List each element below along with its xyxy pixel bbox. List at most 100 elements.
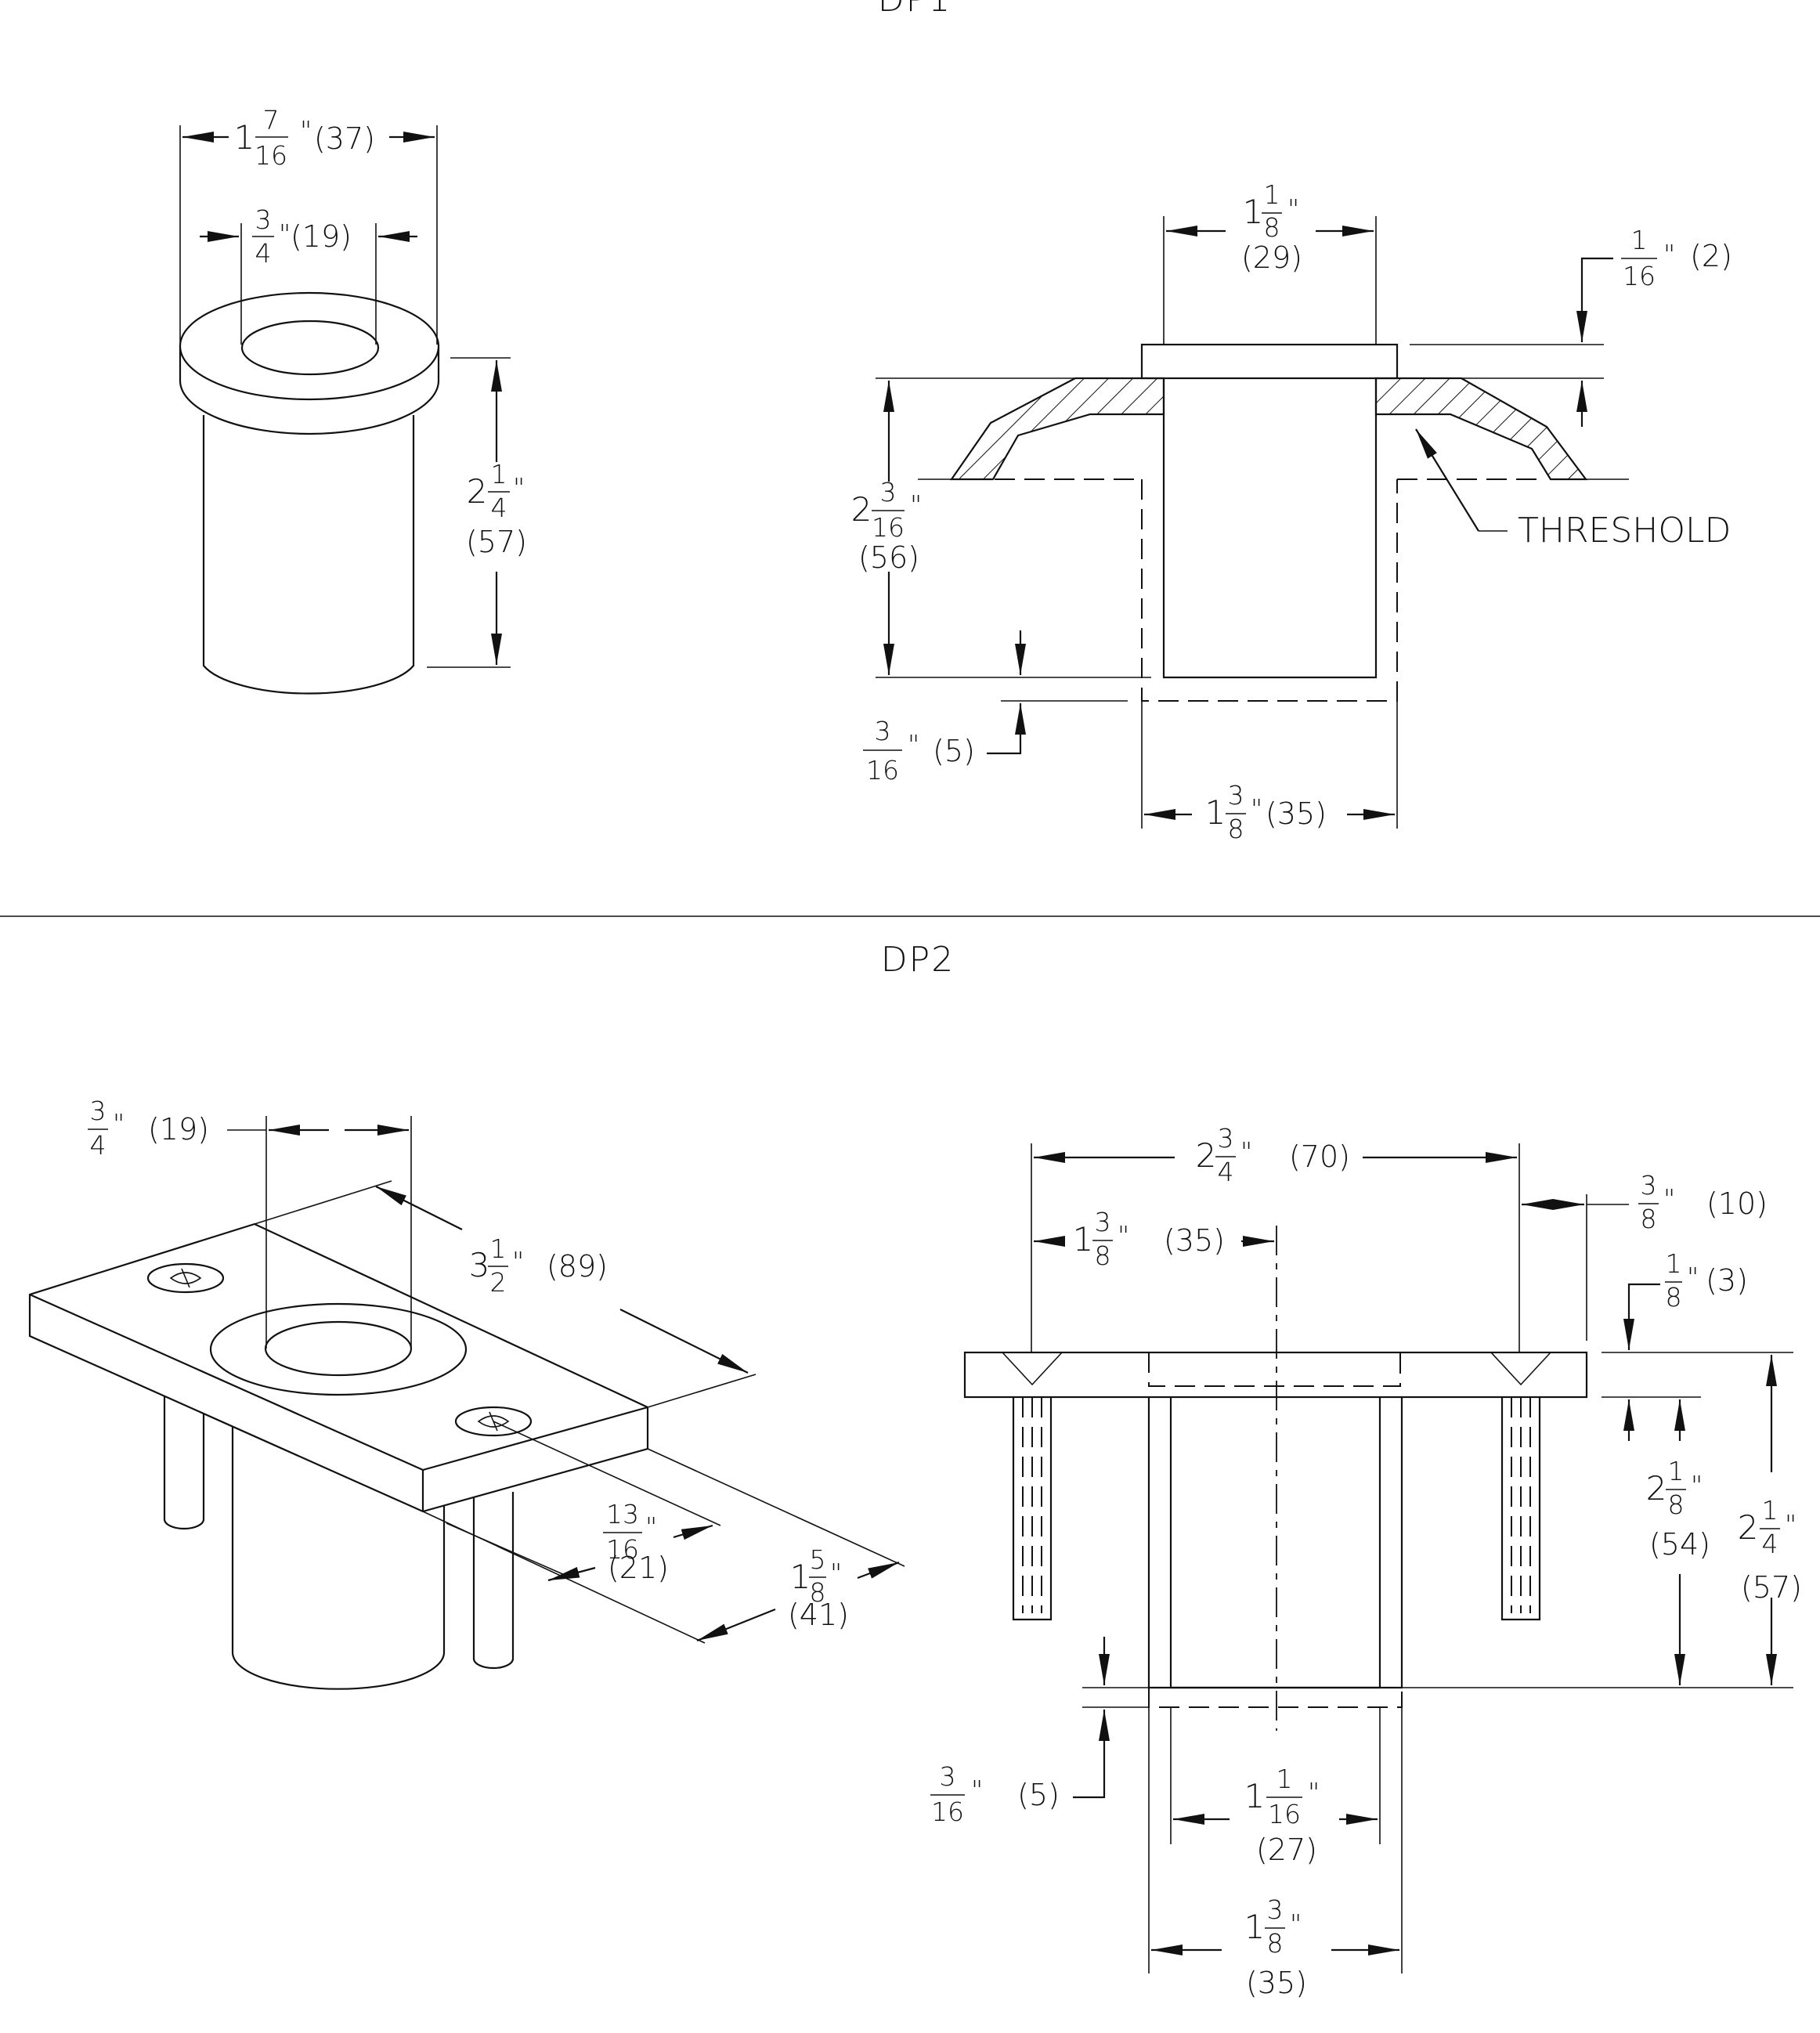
inch-mark: " bbox=[113, 1108, 125, 1139]
dimension-text: 3 bbox=[469, 1246, 490, 1284]
dimension-text: (27) bbox=[1256, 1833, 1317, 1867]
inch-mark: " bbox=[300, 115, 312, 146]
dimension-text: (21) bbox=[608, 1551, 669, 1585]
dimension-text: (3) bbox=[1706, 1263, 1748, 1298]
dp2-sec-plate-length-dim: 2 3 4 " (70) bbox=[1031, 1123, 1520, 1352]
dimension-text: 8 bbox=[810, 1577, 826, 1608]
dimension-text: 16 bbox=[1623, 261, 1656, 291]
inch-mark: " bbox=[1687, 1262, 1699, 1292]
dp2-sec-half-length-dim: 1 3 8 " (35) bbox=[1034, 1207, 1274, 1271]
dimension-text: (89) bbox=[547, 1249, 608, 1284]
dimension-text: 3 bbox=[1228, 780, 1244, 811]
dimension-text: 16 bbox=[255, 140, 287, 171]
dp2-iso-plate-width-dim: 1 5 8 " (41) bbox=[422, 1448, 905, 1644]
dimension-text: (41) bbox=[788, 1598, 849, 1632]
dp1-iso-body bbox=[179, 291, 440, 695]
dp2-iso-screw-offset-dim: 13 16 " (21) bbox=[446, 1421, 721, 1585]
dimension-text: 8 bbox=[1095, 1240, 1111, 1271]
dimension-text: (5) bbox=[1017, 1778, 1060, 1812]
dp1-sec-outer-width-dim: 1 3 8 " (35) bbox=[1141, 701, 1398, 844]
dimension-text: 16 bbox=[872, 512, 905, 543]
dimension-text: 2 bbox=[1646, 1469, 1667, 1508]
dimension-text: 1 bbox=[1244, 1908, 1266, 1946]
dp1-isometric-view: 1 7 16 " (37) 3 4 " (19) 2 1 4 bbox=[179, 105, 527, 695]
dimension-text: 4 bbox=[1218, 1157, 1234, 1187]
dimension-text: (10) bbox=[1706, 1186, 1768, 1221]
inch-mark: " bbox=[1691, 1470, 1703, 1500]
dp1-iso-flange-dim: 1 7 16 " (37) bbox=[179, 105, 438, 345]
dp2-iso-pins-and-tube bbox=[163, 1386, 515, 1690]
dp2-section-body bbox=[963, 1226, 1588, 1731]
dimension-text: (57) bbox=[1741, 1570, 1802, 1605]
dimension-text: (54) bbox=[1649, 1527, 1710, 1562]
dimension-text: 1 bbox=[1631, 225, 1648, 255]
dimension-text: (2) bbox=[1690, 239, 1732, 273]
dimension-text: 1 bbox=[491, 459, 507, 489]
dimension-text: 16 bbox=[606, 1534, 639, 1565]
dimension-text: (56) bbox=[858, 540, 919, 575]
dp2-sec-bottom-offset-dim: 3 16 " (5) bbox=[930, 1637, 1149, 1827]
dimension-text: 3 bbox=[90, 1096, 107, 1126]
dp2-sec-plate-thick-dim: 1 8 " (3) bbox=[1602, 1248, 1793, 1441]
dimension-text: 4 bbox=[90, 1130, 107, 1161]
dimension-text: 3 bbox=[1095, 1207, 1111, 1237]
dp2-sec-inner-width-dim: 1 1 16 " (27) bbox=[1170, 1707, 1381, 1867]
dimension-text: 3 bbox=[1267, 1894, 1284, 1925]
dimension-text: 1 bbox=[1666, 1248, 1682, 1279]
inch-mark: " bbox=[908, 729, 919, 760]
inch-mark: " bbox=[645, 1511, 657, 1542]
dimension-text: 2 bbox=[1738, 1508, 1759, 1547]
dimension-text: 1 bbox=[234, 118, 255, 157]
dimension-text: 4 bbox=[491, 493, 507, 523]
dimension-text: 3 bbox=[880, 477, 897, 507]
dp1-section-view: THRESHOLD 1 1 8 " (29) 1 16 " (2) bbox=[851, 179, 1732, 844]
dimension-text: 1 bbox=[1277, 1764, 1293, 1794]
dimension-text: 1 bbox=[490, 1233, 507, 1264]
inch-mark: " bbox=[1663, 239, 1675, 269]
dimension-text: (29) bbox=[1241, 240, 1302, 275]
dimension-text: 1 bbox=[1073, 1220, 1094, 1258]
dimension-text: 8 bbox=[1228, 814, 1244, 844]
dp2-section-view: 2 3 4 " (70) 1 3 8 " (35) 3 8 " (10) bbox=[930, 1123, 1802, 2000]
dimension-text: (35) bbox=[1164, 1223, 1225, 1258]
screw-icon bbox=[146, 1262, 225, 1294]
dp2-title: DP2 bbox=[881, 940, 955, 980]
dimension-text: 16 bbox=[1268, 1799, 1301, 1829]
dimension-text: 3 bbox=[1218, 1123, 1234, 1154]
dimension-text: 3 bbox=[875, 716, 891, 746]
inch-mark: " bbox=[1663, 1183, 1675, 1214]
inch-mark: " bbox=[1118, 1220, 1129, 1251]
dp2-isometric-view: 3 4 " (19) 3 1 2 " (89) 13 16 " bbox=[28, 1096, 905, 1690]
dp2-section-pins bbox=[1002, 1352, 1551, 1621]
dimension-text: 2 bbox=[851, 490, 872, 529]
dimension-text: 1 bbox=[1762, 1495, 1778, 1526]
dimension-text: 3 bbox=[1641, 1170, 1657, 1201]
dp1-title: DP1 bbox=[878, 0, 952, 20]
dp2-sec-outer-width-dim: 1 3 8 " (35) bbox=[1148, 1707, 1403, 2000]
dp2-sec-edge-to-screw-dim: 3 8 " (10) bbox=[1522, 1170, 1768, 1341]
inch-mark: " bbox=[830, 1558, 842, 1588]
inch-mark: " bbox=[1287, 193, 1299, 224]
dp1-iso-bore-dim: 3 4 " (19) bbox=[200, 204, 417, 345]
dimension-text: 1 bbox=[1244, 1777, 1266, 1815]
dimension-text: 4 bbox=[255, 238, 272, 269]
dimension-text: 1 bbox=[790, 1558, 811, 1596]
dp1-strike-body bbox=[876, 343, 1629, 702]
dimension-text: 3 bbox=[255, 204, 272, 235]
inch-mark: " bbox=[279, 218, 291, 249]
dimension-text: 2 bbox=[467, 472, 488, 511]
dimension-text: (19) bbox=[148, 1112, 209, 1146]
dimension-text: 16 bbox=[931, 1796, 964, 1827]
dimension-text: 7 bbox=[263, 105, 280, 135]
inch-mark: " bbox=[910, 489, 922, 520]
dimension-text: (70) bbox=[1289, 1139, 1350, 1174]
dimension-text: (35) bbox=[1266, 796, 1327, 831]
dimension-text: (5) bbox=[933, 734, 975, 768]
dimension-text: 8 bbox=[1668, 1490, 1685, 1520]
dp2-iso-plate-length-dim: 3 1 2 " (89) bbox=[254, 1180, 757, 1408]
dimension-text: 13 bbox=[606, 1499, 639, 1529]
dimension-text: 4 bbox=[1762, 1529, 1778, 1559]
dimension-text: 1 bbox=[1264, 179, 1280, 210]
inch-mark: " bbox=[1785, 1509, 1797, 1540]
inch-mark: " bbox=[1290, 1908, 1302, 1939]
